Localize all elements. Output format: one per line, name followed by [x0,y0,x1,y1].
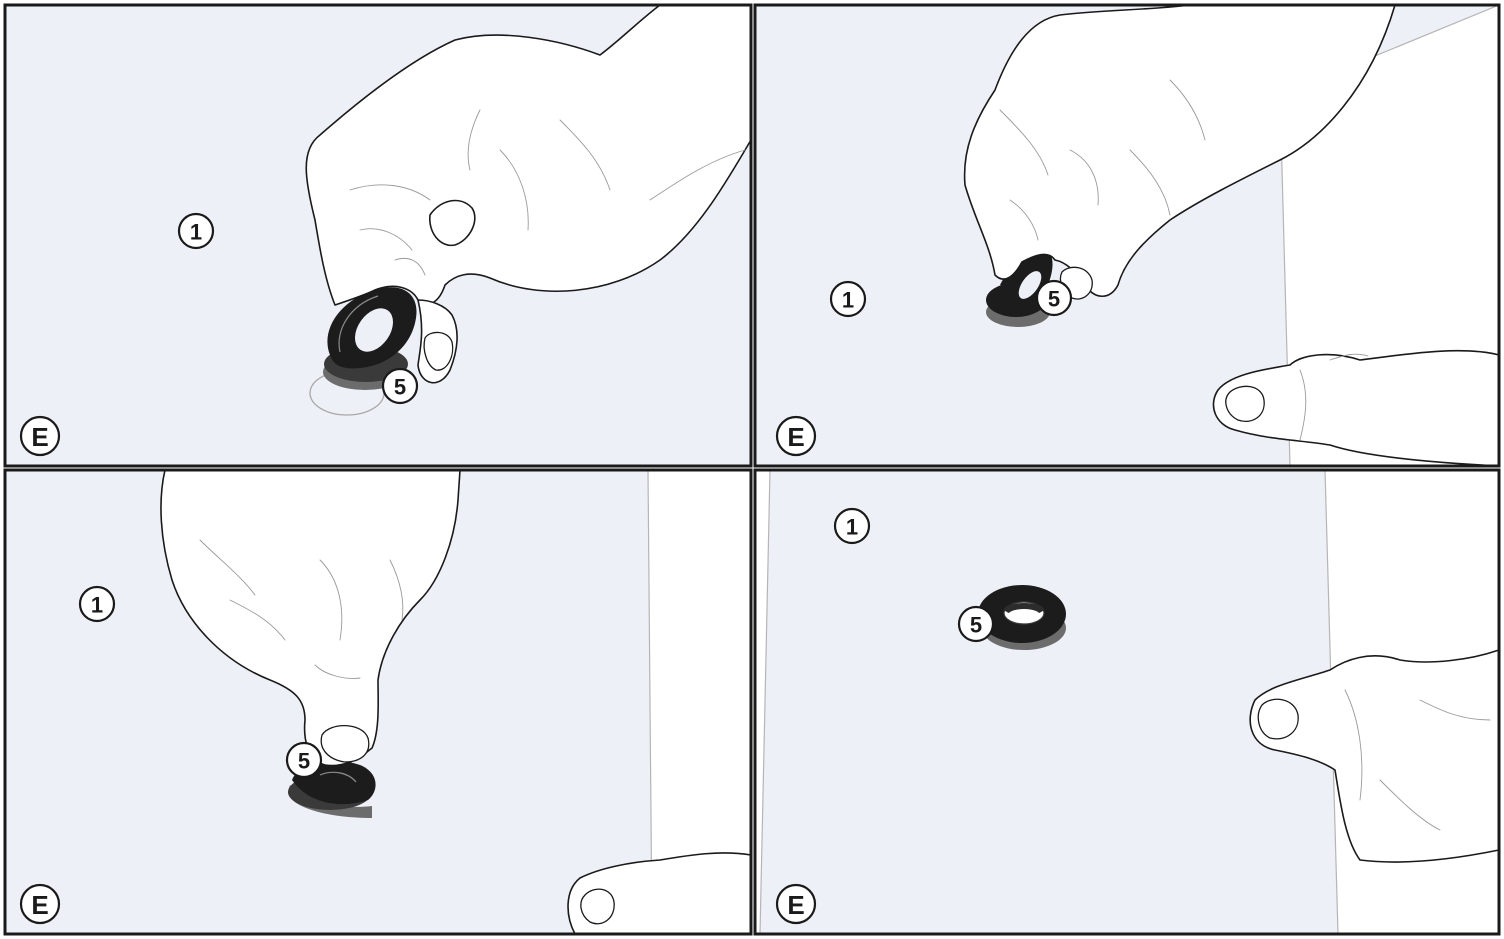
step-label: E [31,890,48,920]
step-label: E [787,890,804,920]
gasket-callout-5: 5 [1037,281,1071,315]
panel-1: 1 5 E [5,5,751,466]
gasket-callout-5: 5 [287,743,321,777]
part-label: 1 [846,515,858,540]
step-callout: E [21,885,59,923]
step-callout: E [21,417,59,455]
step-label: E [31,422,48,452]
step-callout: E [777,885,815,923]
gasket-label: 5 [394,375,406,400]
part-callout-1: 1 [80,587,114,621]
panel-3: 1 5 E [5,470,751,934]
step-label: E [787,422,804,452]
gasket-label: 5 [1048,287,1060,312]
part-callout-1: 1 [831,282,865,316]
gasket-callout-5: 5 [959,607,993,641]
part-callout-1: 1 [179,214,213,248]
panel-4: 1 5 E [755,470,1499,934]
part-label: 1 [190,220,202,245]
panel-2: 1 5 E [755,5,1499,466]
step-callout: E [777,417,815,455]
gasket-label: 5 [298,749,310,774]
part-callout-1: 1 [835,509,869,543]
part-label: 1 [91,593,103,618]
gasket-callout-5: 5 [383,369,417,403]
part-label: 1 [842,288,854,313]
gasket-label: 5 [970,613,982,638]
